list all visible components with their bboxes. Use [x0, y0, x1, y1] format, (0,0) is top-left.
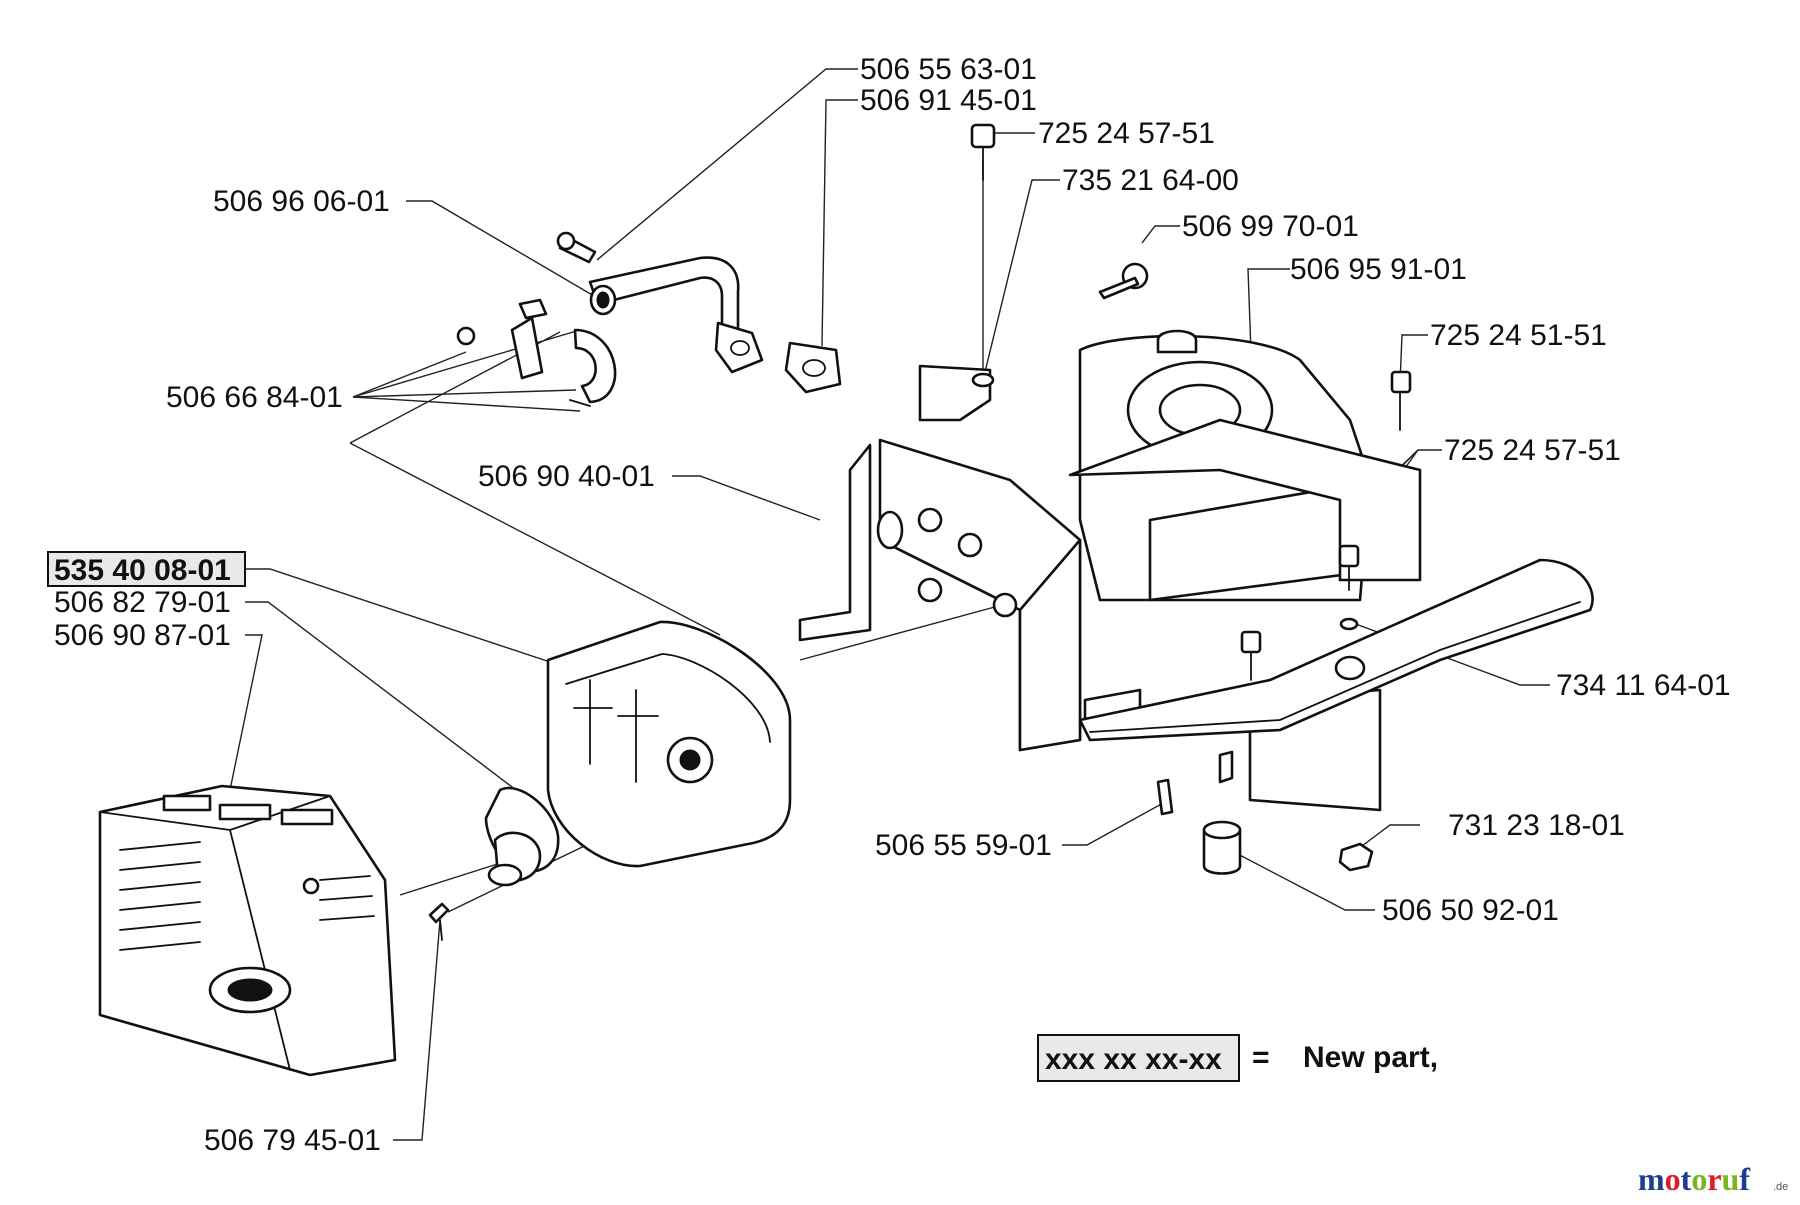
- label-506-90-87-01: 506 90 87-01: [54, 619, 231, 652]
- legend-equals: =: [1252, 1041, 1270, 1074]
- label-725-24-57-51-mid: 725 24 57-51: [1444, 434, 1621, 467]
- label-734-11-64-01: 734 11 64-01: [1556, 669, 1731, 702]
- brand-watermark: motoruf .de: [1638, 1161, 1788, 1197]
- new-part-box: [47, 551, 246, 587]
- legend: xxx xx xx-xx = New part,: [1037, 1034, 1438, 1082]
- label-506-96-06-01: 506 96 06-01: [213, 185, 390, 218]
- engine-frame-group: [798, 329, 1594, 812]
- brand-suffix: .de: [1773, 1181, 1788, 1193]
- label-506-50-92-01: 506 50 92-01: [1382, 894, 1559, 927]
- brand-logo: motoruf: [1638, 1161, 1750, 1197]
- exhaust-pipe-group: [456, 231, 842, 407]
- label-506-79-45-01: 506 79 45-01: [204, 1124, 381, 1157]
- label-506-95-91-01: 506 95 91-01: [1290, 253, 1467, 286]
- label-506-55-63-01: 506 55 63-01: [860, 53, 1037, 86]
- label-725-24-51-51: 725 24 51-51: [1430, 319, 1607, 352]
- fasteners-group: [970, 123, 1412, 875]
- label-535-40-08-01: 535 40 08-01: [54, 554, 231, 587]
- label-506-55-59-01: 506 55 59-01: [875, 829, 1052, 862]
- legend-placeholder-box: [1037, 1034, 1240, 1082]
- label-506-66-84-01: 506 66 84-01: [166, 381, 343, 414]
- air-filter-group: [98, 620, 792, 1077]
- part-labels: 506 55 63-01 506 91 45-01 725 24 57-51 5…: [47, 53, 1731, 1157]
- legend-text: New part,: [1303, 1041, 1438, 1074]
- label-725-24-57-51-top: 725 24 57-51: [1038, 117, 1215, 150]
- label-506-90-40-01: 506 90 40-01: [478, 460, 655, 493]
- label-731-23-18-01: 731 23 18-01: [1448, 809, 1625, 842]
- label-735-21-64-00: 735 21 64-00: [1062, 164, 1239, 197]
- legend-placeholder: xxx xx xx-xx: [1045, 1043, 1222, 1076]
- label-506-99-70-01: 506 99 70-01: [1182, 210, 1359, 243]
- label-506-91-45-01: 506 91 45-01: [860, 84, 1037, 117]
- label-506-82-79-01: 506 82 79-01: [54, 586, 231, 619]
